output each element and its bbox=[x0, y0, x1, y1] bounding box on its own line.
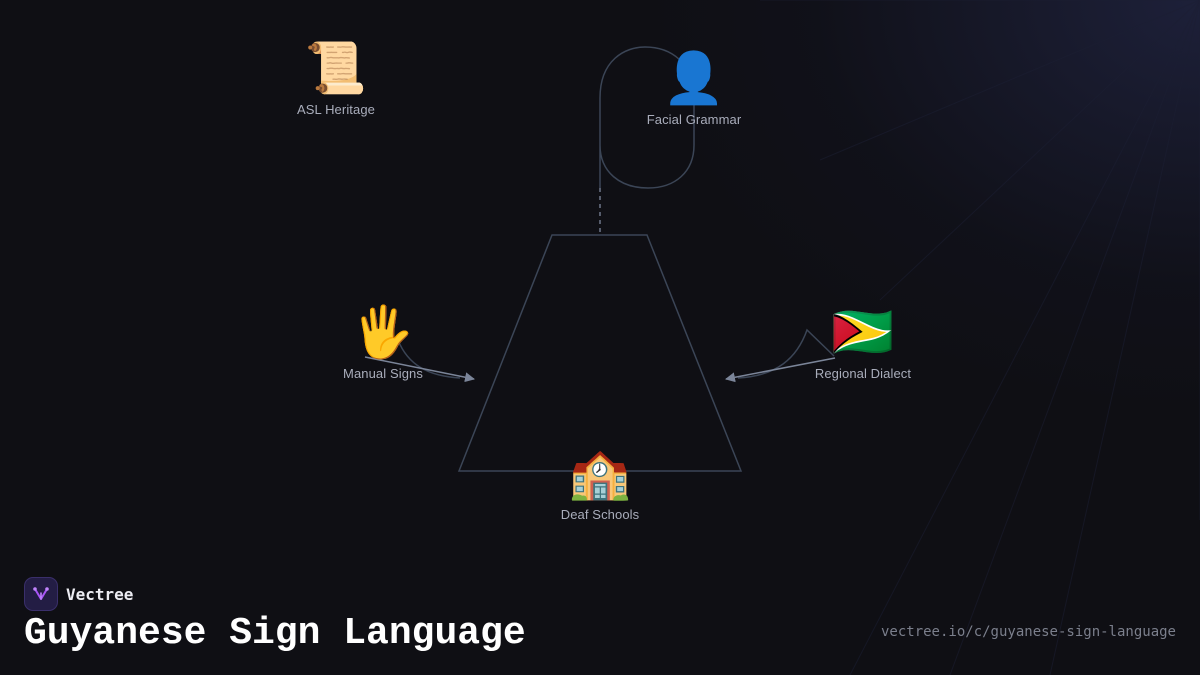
person-silhouette-icon: 👤 bbox=[662, 49, 726, 107]
school-icon: 🏫 bbox=[568, 444, 632, 502]
scroll-icon: 📜 bbox=[304, 39, 368, 97]
central-trapezoid bbox=[457, 234, 743, 472]
manual-signs-arrow bbox=[364, 356, 475, 383]
facial-grammar-loop bbox=[599, 46, 695, 189]
page-url[interactable]: vectree.io/c/guyanese-sign-language bbox=[880, 624, 1176, 640]
regional-dialect-arrow bbox=[725, 357, 836, 383]
node-label: Regional Dialect bbox=[814, 366, 912, 381]
node-manual-signs[interactable]: 🖐 Manual Signs bbox=[293, 304, 473, 381]
node-deaf-schools[interactable]: 🏫 Deaf Schools bbox=[510, 445, 690, 522]
node-label: ASL Heritage bbox=[296, 102, 376, 117]
brand[interactable]: Vectree bbox=[24, 577, 133, 611]
node-asl-heritage[interactable]: 📜 ASL Heritage bbox=[246, 40, 426, 117]
page-title: Guyanese Sign Language bbox=[24, 612, 526, 655]
guyana-flag-icon: 🇬🇾 bbox=[831, 303, 895, 361]
brand-name: Vectree bbox=[66, 584, 134, 604]
node-label: Facial Grammar bbox=[646, 112, 742, 127]
regional-dialect-curve bbox=[737, 328, 835, 379]
vectree-fork-icon bbox=[24, 577, 58, 611]
node-label: Manual Signs bbox=[343, 366, 423, 381]
node-regional-dialect[interactable]: 🇬🇾 Regional Dialect bbox=[773, 304, 953, 381]
node-label: Deaf Schools bbox=[560, 507, 640, 522]
node-facial-grammar[interactable]: 👤 Facial Grammar bbox=[604, 50, 784, 127]
raised-hand-icon: 🖐 bbox=[351, 303, 415, 361]
